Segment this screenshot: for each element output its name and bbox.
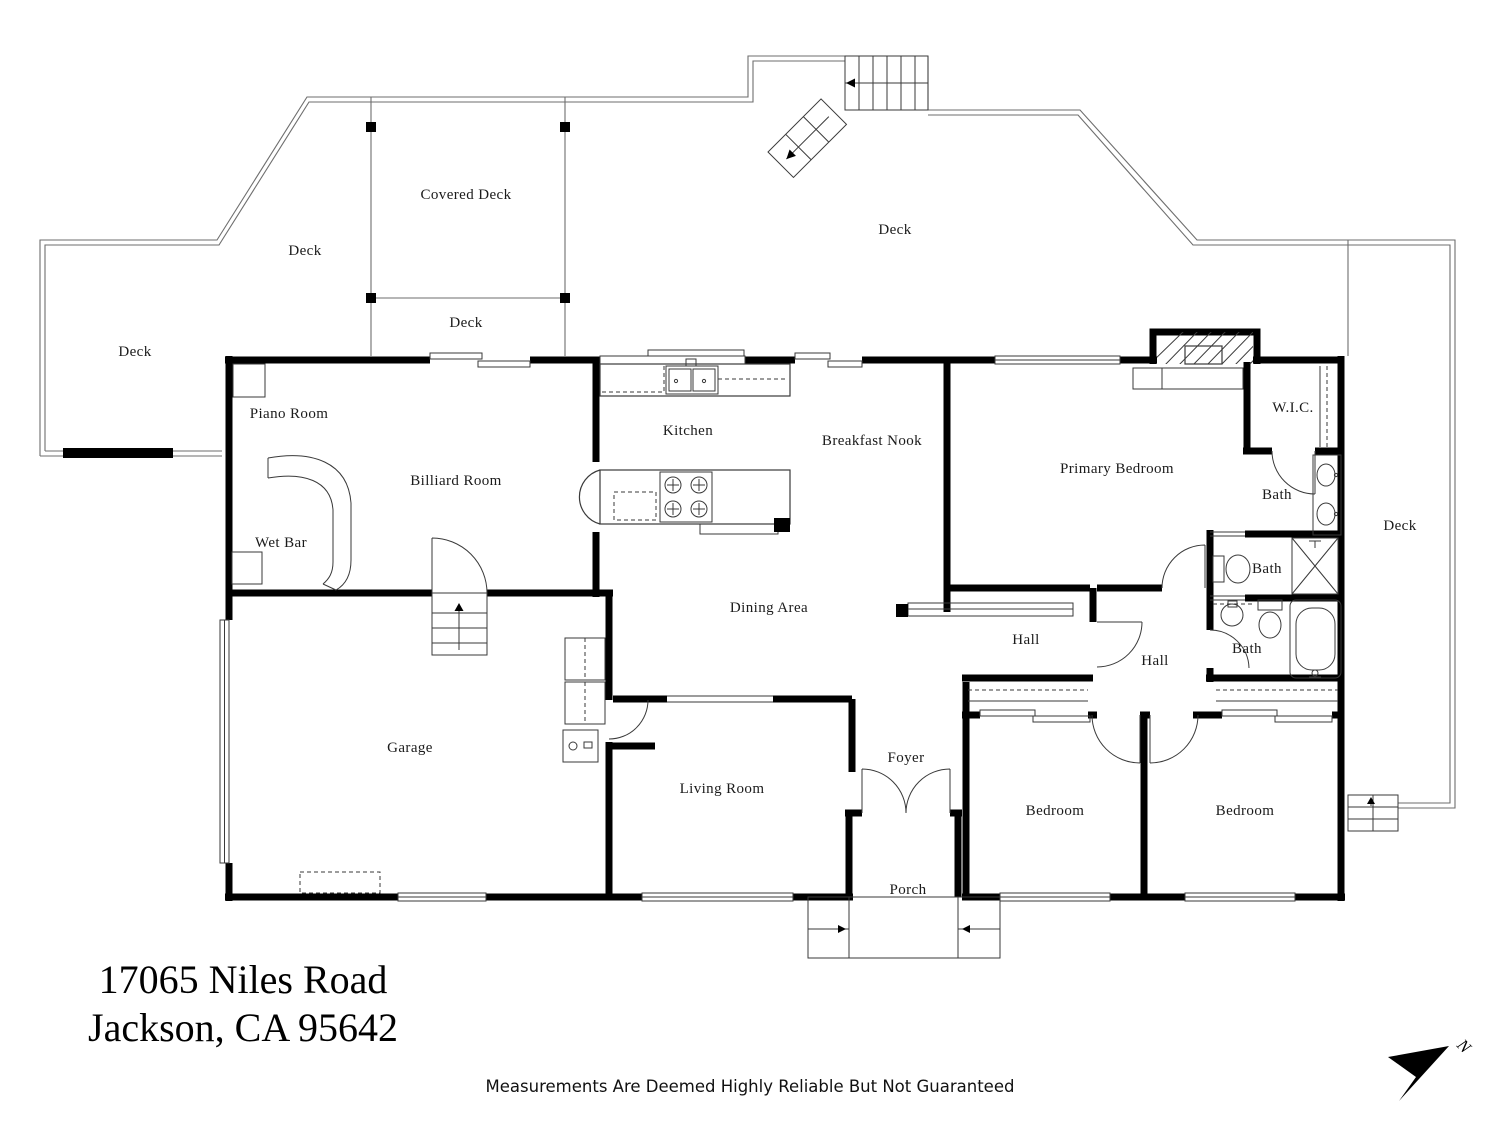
disclaimer-text: Measurements Are Deemed Highly Reliable … — [486, 1077, 1015, 1096]
shower — [1291, 537, 1339, 595]
kitchen-sink — [665, 365, 719, 395]
dishwasher — [613, 491, 657, 521]
fireplace-hatch — [1157, 332, 1253, 364]
room-label-billiard-room: Billiard Room — [410, 473, 501, 489]
room-labels: Deck Deck Covered Deck Deck Deck Deck Pi… — [118, 187, 1416, 898]
range-burners — [664, 476, 708, 518]
room-label-kitchen: Kitchen — [663, 423, 713, 439]
bedroom-builtin — [1132, 367, 1244, 390]
deck-steps-right — [1347, 794, 1399, 832]
utility-sink — [562, 729, 599, 763]
room-label-covered-deck: Covered Deck — [420, 187, 511, 203]
pedestal-sink — [1220, 603, 1244, 627]
range — [659, 471, 713, 523]
north-arrow: N — [1388, 1035, 1476, 1101]
deck-outline — [39, 55, 1456, 809]
room-label-primary-bedroom: Primary Bedroom — [1060, 461, 1174, 477]
wet-bar-counter — [231, 455, 352, 591]
covered-deck-posts — [63, 122, 570, 458]
room-label-deck-far-left: Deck — [118, 344, 151, 360]
north-label: N — [1452, 1035, 1475, 1058]
room-label-deck-right: Deck — [1383, 518, 1416, 534]
deck-stairs-top — [844, 55, 929, 111]
room-label-hall-west: Hall — [1012, 632, 1039, 648]
room-label-foyer: Foyer — [888, 750, 925, 766]
room-label-bath-middle: Bath — [1252, 561, 1282, 577]
bathroom-fixtures — [1132, 367, 1342, 679]
room-label-wic: W.I.C. — [1272, 400, 1313, 416]
windows-and-openings — [219, 349, 1338, 902]
room-label-hall-east: Hall — [1141, 653, 1168, 669]
garage-appliances — [299, 637, 606, 894]
porch-steps — [807, 896, 1001, 959]
room-label-living-room: Living Room — [680, 781, 765, 797]
address-line-2: Jackson, CA 95642 — [88, 1005, 398, 1050]
door-arcs — [431, 450, 1316, 814]
room-label-garage: Garage — [387, 740, 433, 756]
room-label-piano-room: Piano Room — [250, 406, 329, 422]
room-label-dining-area: Dining Area — [730, 600, 808, 616]
address-line-1: 17065 Niles Road — [99, 957, 388, 1002]
room-label-breakfast-nook: Breakfast Nook — [822, 433, 922, 449]
room-label-bedroom-left: Bedroom — [1026, 803, 1085, 819]
room-label-deck-mid: Deck — [449, 315, 482, 331]
room-label-wet-bar: Wet Bar — [255, 535, 307, 551]
firebox — [1184, 345, 1223, 365]
garage-stairs — [431, 592, 488, 656]
toilet-middle-bath — [1212, 555, 1225, 583]
room-label-bath-primary: Bath — [1262, 487, 1292, 503]
room-label-bedroom-right: Bedroom — [1216, 803, 1275, 819]
room-label-deck-top: Deck — [878, 222, 911, 238]
deck-stairs-diagonal — [767, 98, 848, 179]
kitchen-counters — [578, 358, 791, 535]
room-label-bath-hall: Bath — [1232, 641, 1262, 657]
address-block: 17065 Niles Road Jackson, CA 95642 — [88, 957, 398, 1050]
double-vanity — [1312, 454, 1342, 536]
toilet-hall-bath — [1257, 599, 1283, 611]
bathtub — [1289, 599, 1342, 679]
room-label-deck-upper-left: Deck — [288, 243, 321, 259]
room-label-porch: Porch — [890, 882, 927, 898]
